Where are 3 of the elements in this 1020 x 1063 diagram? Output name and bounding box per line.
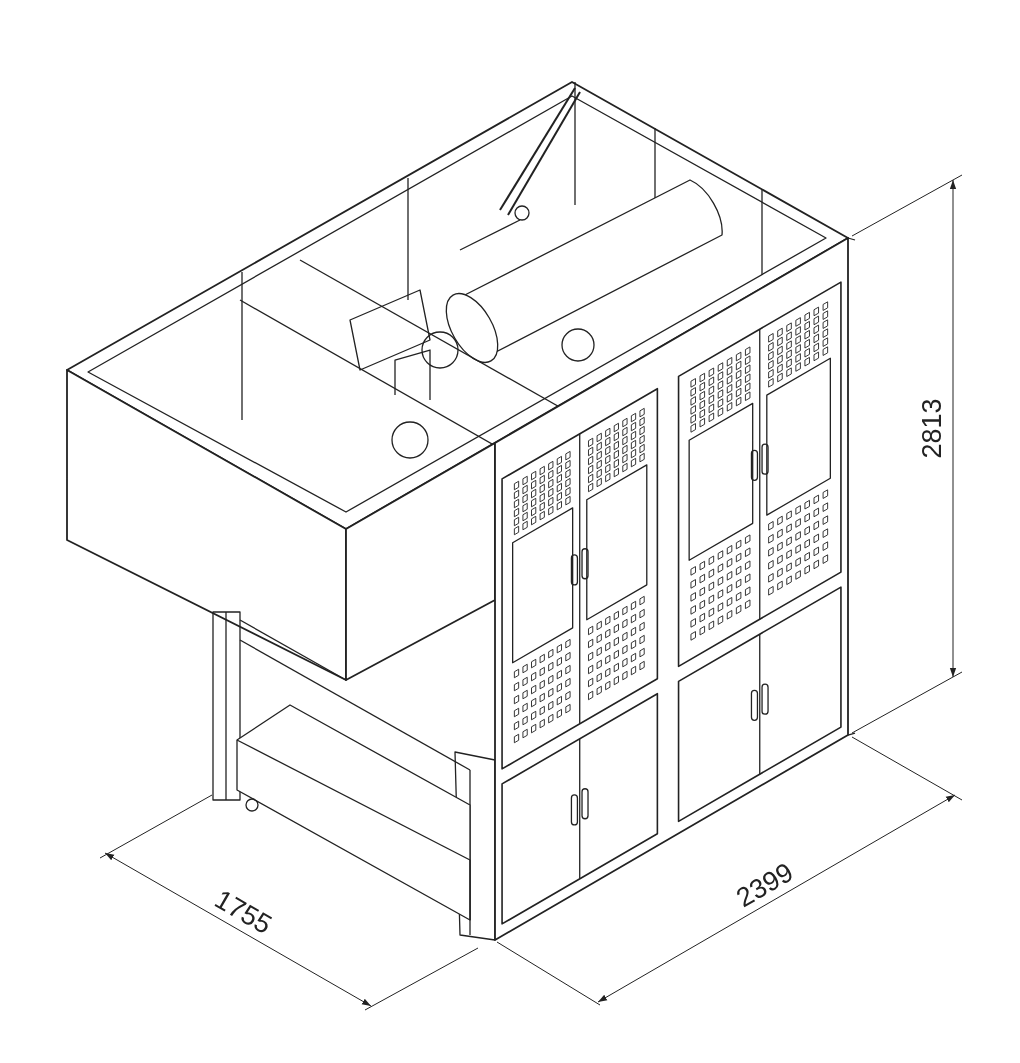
dimension-label: 2399 [732, 858, 798, 912]
dimension-label: 1755 [210, 885, 276, 939]
dimension-label: 2813 [918, 397, 946, 459]
